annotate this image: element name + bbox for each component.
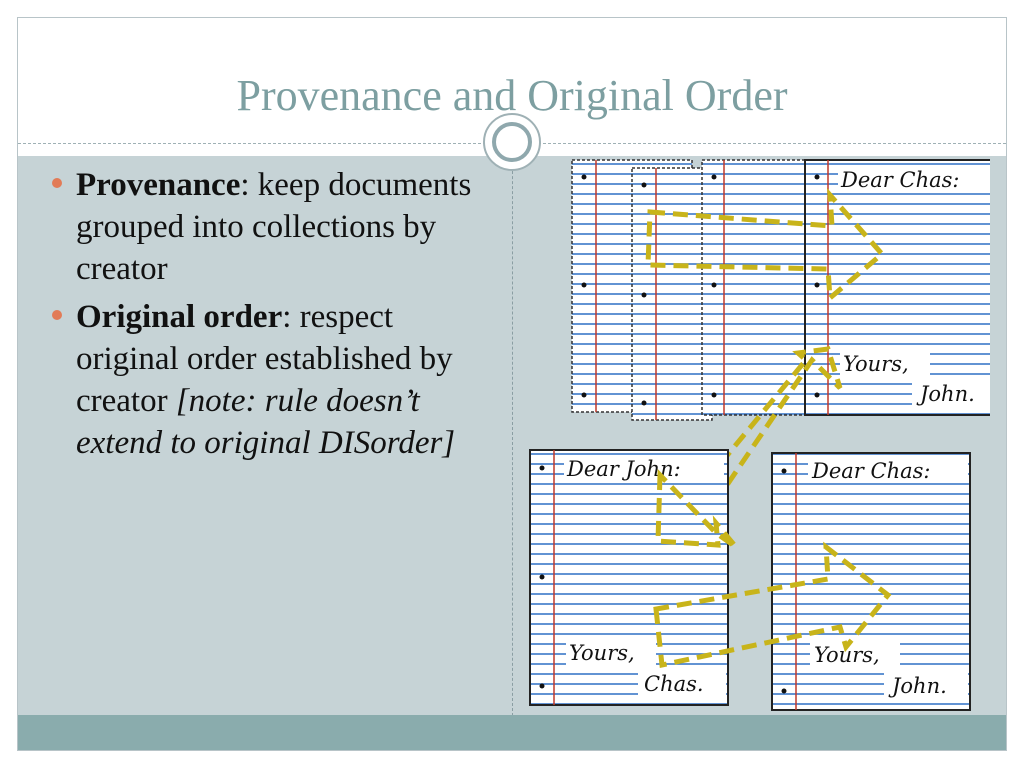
letter-salutation: Dear Chas: [840,168,959,192]
letter-bottom-right: Dear Chas: Yours, John. [771,452,971,711]
connector-arrow-icon [655,468,738,550]
bullet-provenance: Provenance: keep documents grouped into … [48,164,493,290]
bullet-term: Original order [76,299,283,335]
title-ring-ornament [483,113,541,171]
letter-signature: Chas. [644,672,704,696]
notebook-page [529,449,729,706]
slide-title: Provenance and Original Order [236,71,788,120]
column-divider [512,156,513,716]
connector-arrow-icon [654,346,843,561]
slide-footer [18,715,1006,750]
bullet-term: Provenance [76,167,241,203]
bullet-original-order: Original order: respect original order e… [48,296,493,464]
bullet-note: [note: rule doesn’t extend to original D… [76,383,456,461]
letter-closing: Yours, [843,352,909,376]
letter-bottom-left: Dear John: Yours, Chas. [529,449,729,706]
letter-signature: John. [888,674,947,698]
bullet-list: Provenance: keep documents grouped into … [48,164,493,470]
bullet-text: : respect original order established by … [76,299,453,419]
bullet-icon [52,310,62,320]
order-arrow-icon [645,187,886,304]
bullet-text: : keep documents grouped into collection… [76,167,472,287]
letters-illustration: Dear Chas: Yours, John. Dear John: Yours… [529,159,990,711]
letter-stack-top: Dear Chas: Yours, John. [571,159,990,421]
letter-salutation: Dear Chas: [811,459,930,483]
letter-closing: Yours, [569,641,635,665]
letter-signature: John. [916,382,975,406]
bullet-icon [52,178,62,188]
